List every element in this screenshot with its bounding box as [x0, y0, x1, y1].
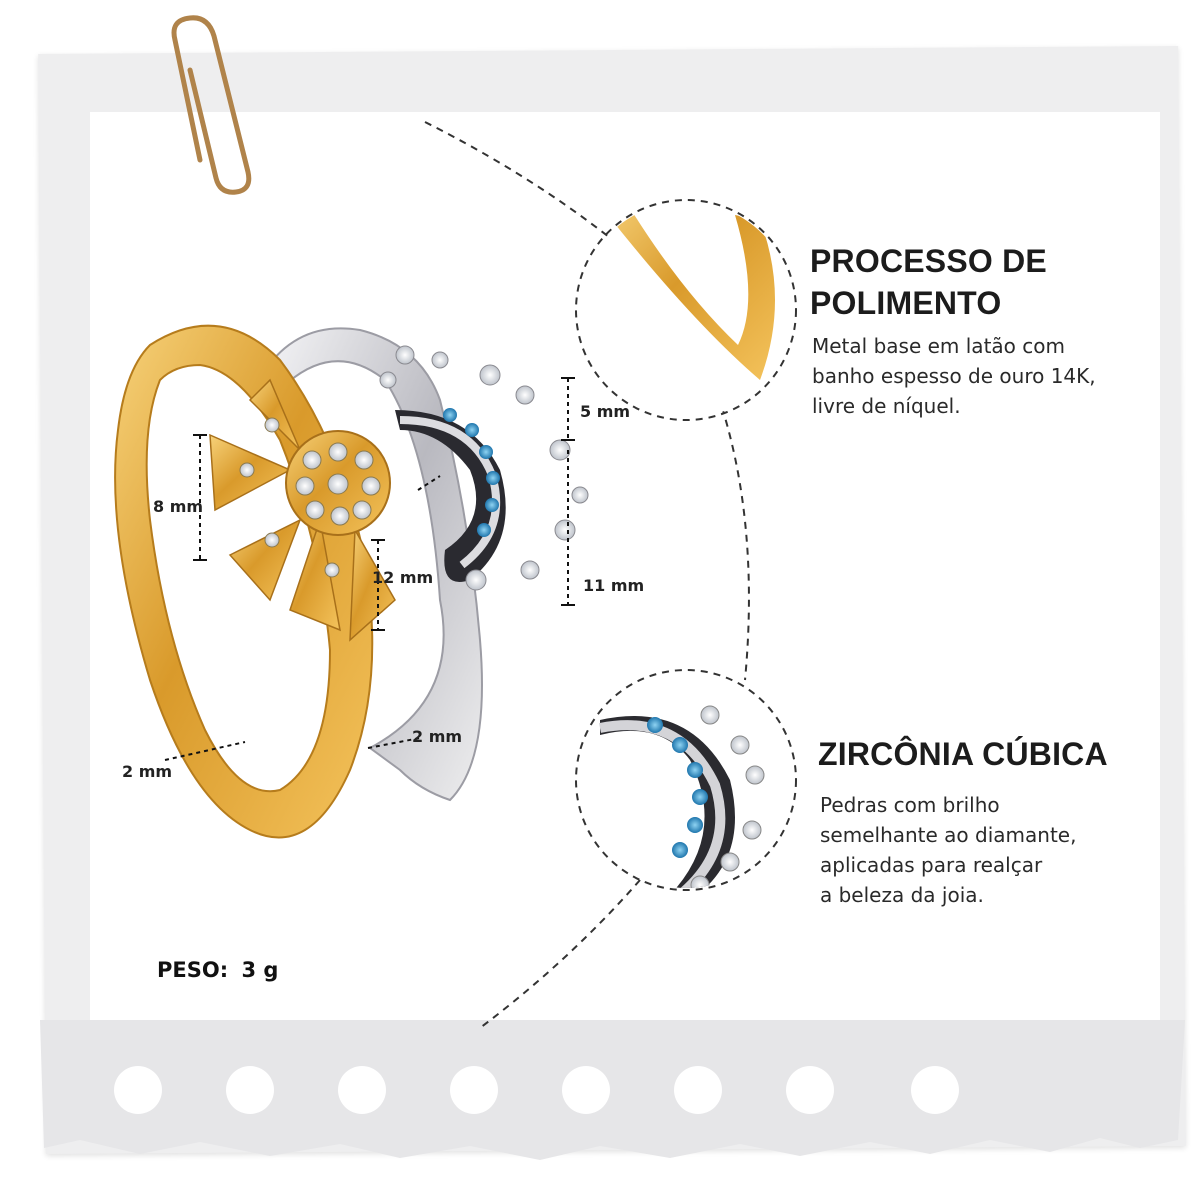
- silver-moon-ring: [263, 327, 589, 802]
- paperclip-icon: [171, 15, 252, 195]
- weight-label: PESO:: [157, 958, 229, 982]
- polishing-desc-line: livre de níquel.: [812, 394, 961, 418]
- polishing-title-line2: POLIMENTO: [810, 285, 1002, 321]
- dimension-guides: [164, 377, 575, 761]
- weight-info: PESO: 3 g: [157, 958, 278, 982]
- dim-sun-ring-height: 12 mm: [372, 568, 434, 587]
- dim-moon-top: 5 mm: [580, 402, 631, 421]
- dashed-connectors: [424, 121, 797, 1029]
- zirconia-desc-line: a beleza da joia.: [820, 883, 984, 907]
- polishing-title: PROCESSO DE POLIMENTO: [810, 240, 1047, 324]
- zirconia-desc-line: Pedras com brilho: [820, 793, 1000, 817]
- polishing-desc-line: Metal base em latão com: [812, 334, 1065, 358]
- dim-silver-band: 2 mm: [412, 727, 463, 746]
- zirconia-title: ZIRCÔNIA CÚBICA: [818, 736, 1108, 772]
- zirconia-desc-line: aplicadas para realçar: [820, 853, 1043, 877]
- polish-detail-image: [578, 202, 794, 418]
- weight-value: 3 g: [241, 958, 279, 982]
- zirconia-detail-image: [578, 672, 794, 888]
- zirconia-desc-line: semelhante ao diamante,: [820, 823, 1077, 847]
- dim-sun-height: 8 mm: [153, 497, 204, 516]
- torn-paper-edge: [40, 1020, 1185, 1160]
- polishing-title-line1: PROCESSO DE: [810, 243, 1047, 279]
- dim-gold-band: 2 mm: [122, 762, 173, 781]
- gold-sun-ring: [114, 324, 396, 839]
- polishing-desc-line: banho espesso de ouro 14K,: [812, 364, 1096, 388]
- dim-moon-height: 11 mm: [583, 576, 645, 595]
- polishing-description: Metal base em latão com banho espesso de…: [812, 331, 1096, 421]
- zirconia-description: Pedras com brilho semelhante ao diamante…: [820, 790, 1076, 910]
